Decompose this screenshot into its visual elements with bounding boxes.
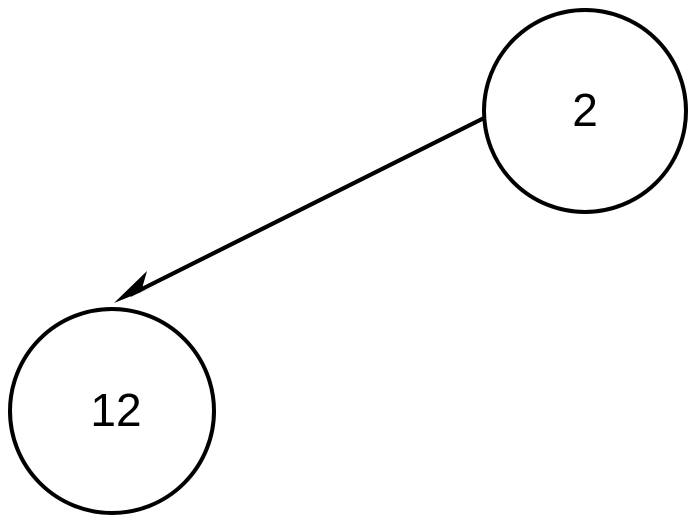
- edge-group: [114, 115, 487, 303]
- node-2[interactable]: 2: [482, 8, 688, 214]
- node-2-circle[interactable]: [482, 8, 688, 214]
- node-12-label: 12: [90, 384, 141, 436]
- edge-2-to-12-arrowhead-icon: [114, 271, 159, 303]
- node-12[interactable]: 12: [8, 307, 216, 515]
- edge-2-to-12-line-shadow: [129, 115, 487, 297]
- node-12-circle[interactable]: [8, 307, 216, 515]
- node-2-label: 2: [572, 84, 598, 136]
